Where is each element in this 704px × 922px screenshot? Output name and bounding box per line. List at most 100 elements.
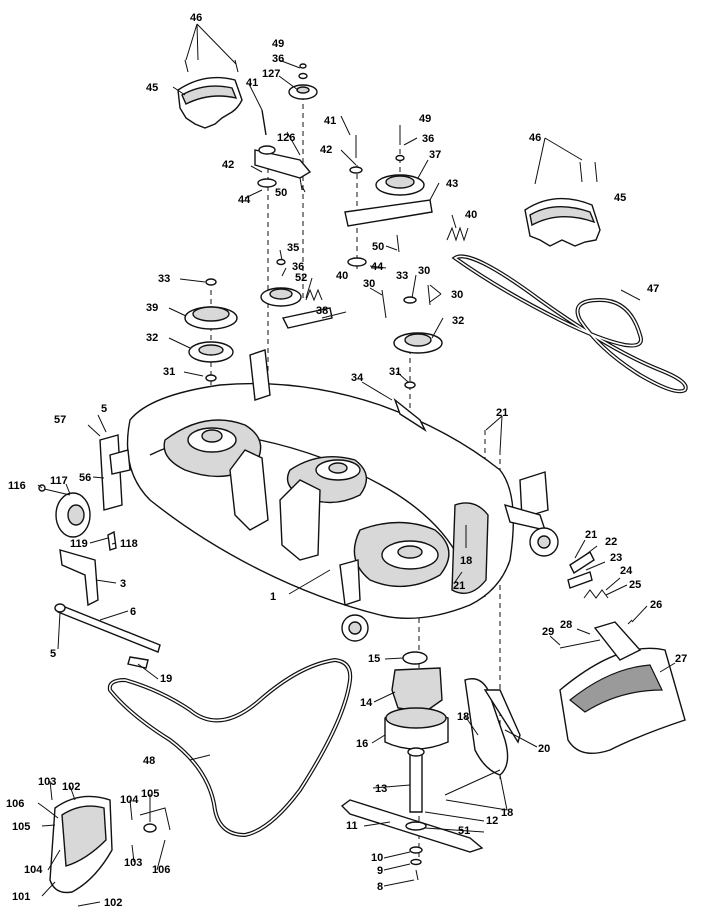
idler-pulley-center [375,125,425,196]
callout-37: 37 [429,149,441,161]
center-idler-pulley [260,258,333,329]
callout-10: 10 [371,852,383,864]
callout-23: 23 [610,552,622,564]
callout-44: 44 [371,261,384,273]
callout-30: 30 [363,278,375,290]
callout-40: 40 [465,209,477,221]
callout-41: 41 [324,115,336,127]
callout-3: 3 [120,578,126,590]
callout-56: 56 [79,472,91,484]
chute-hinge-hardware [567,550,633,625]
callout-42: 42 [222,159,234,171]
callout-30: 30 [418,265,430,277]
callout-45: 45 [614,192,626,204]
callout-46: 46 [190,12,202,24]
callout-26: 26 [650,599,662,611]
spindle-assembly [384,651,449,813]
callout-39: 39 [146,302,158,314]
callout-57: 57 [54,414,66,426]
callout-16: 16 [356,738,368,750]
discharge-chute [559,621,686,754]
callout-52: 52 [295,272,307,284]
callout-8: 8 [377,881,383,893]
callout-31: 31 [389,366,401,378]
callout-18: 18 [501,807,513,819]
callout-6: 6 [130,606,136,618]
callout-35: 35 [287,242,299,254]
callout-21: 21 [453,580,465,592]
mulch-plate [44,795,171,894]
callout-49: 49 [272,38,284,50]
callout-19: 19 [160,673,172,685]
mower-deck [99,349,514,642]
spring-right [446,226,469,242]
callout-118: 118 [120,538,138,550]
callout-5: 5 [50,648,56,660]
callout-43: 43 [446,178,458,190]
belt-47 [451,254,688,394]
left-spindle-pulleys [184,278,238,382]
callout-27: 27 [675,653,687,665]
callout-21: 21 [496,407,508,419]
callout-22: 22 [605,536,617,548]
belt-48 [107,657,353,838]
callout-9: 9 [377,865,383,877]
left-gauge-wheel [38,484,91,538]
callout-45: 45 [146,82,158,94]
callout-18: 18 [457,711,469,723]
callout-44: 44 [238,194,251,206]
callout-127: 127 [262,68,280,80]
callout-21: 21 [585,529,597,541]
callout-20: 20 [538,743,550,755]
callout-25: 25 [629,579,641,591]
callout-106: 106 [6,798,24,810]
callout-119: 119 [70,538,88,550]
callout-104: 104 [120,794,139,806]
baffle [444,678,521,796]
callout-126: 126 [277,132,295,144]
callout-105: 105 [141,788,159,800]
callout-1: 1 [270,591,276,603]
callout-47: 47 [647,283,659,295]
callout-14: 14 [360,697,373,709]
callout-102: 102 [62,781,80,793]
callout-42: 42 [320,144,332,156]
callout-15: 15 [368,653,380,665]
callout-24: 24 [620,565,633,577]
belt-cover-left [177,59,243,129]
callout-12: 12 [486,815,498,827]
callout-5: 5 [101,403,107,415]
belt-cover-right [524,161,601,247]
callout-30: 30 [451,289,463,301]
right-anti-scalp-wheel [503,471,559,557]
callout-32: 32 [452,315,464,327]
callout-50: 50 [372,241,384,253]
idler-pulley-top-left [288,63,318,100]
callout-105: 105 [12,821,30,833]
callout-11: 11 [346,820,358,832]
callout-31: 31 [163,366,175,378]
callout-labels: 1 3 5 5 6 8 9 10 11 12 13 14 15 16 18 18… [6,12,687,909]
callout-32: 32 [146,332,158,344]
callout-104: 104 [24,864,43,876]
callout-48: 48 [143,755,155,767]
callout-36: 36 [292,261,304,273]
callout-106: 106 [152,864,170,876]
callout-102: 102 [104,897,122,909]
callout-34: 34 [351,372,364,384]
callout-36: 36 [272,53,284,65]
callout-33: 33 [158,273,170,285]
callout-13: 13 [375,783,387,795]
left-hanger-bracket [54,530,161,669]
callout-117: 117 [50,475,68,487]
callout-29: 29 [542,626,554,638]
callout-18: 18 [460,555,472,567]
callout-50: 50 [275,187,287,199]
right-spindle-pulleys [381,284,443,432]
callout-116: 116 [8,480,26,492]
callout-28: 28 [560,619,572,631]
callout-51: 51 [458,825,470,837]
callout-103: 103 [124,857,142,869]
callout-101: 101 [12,891,30,903]
